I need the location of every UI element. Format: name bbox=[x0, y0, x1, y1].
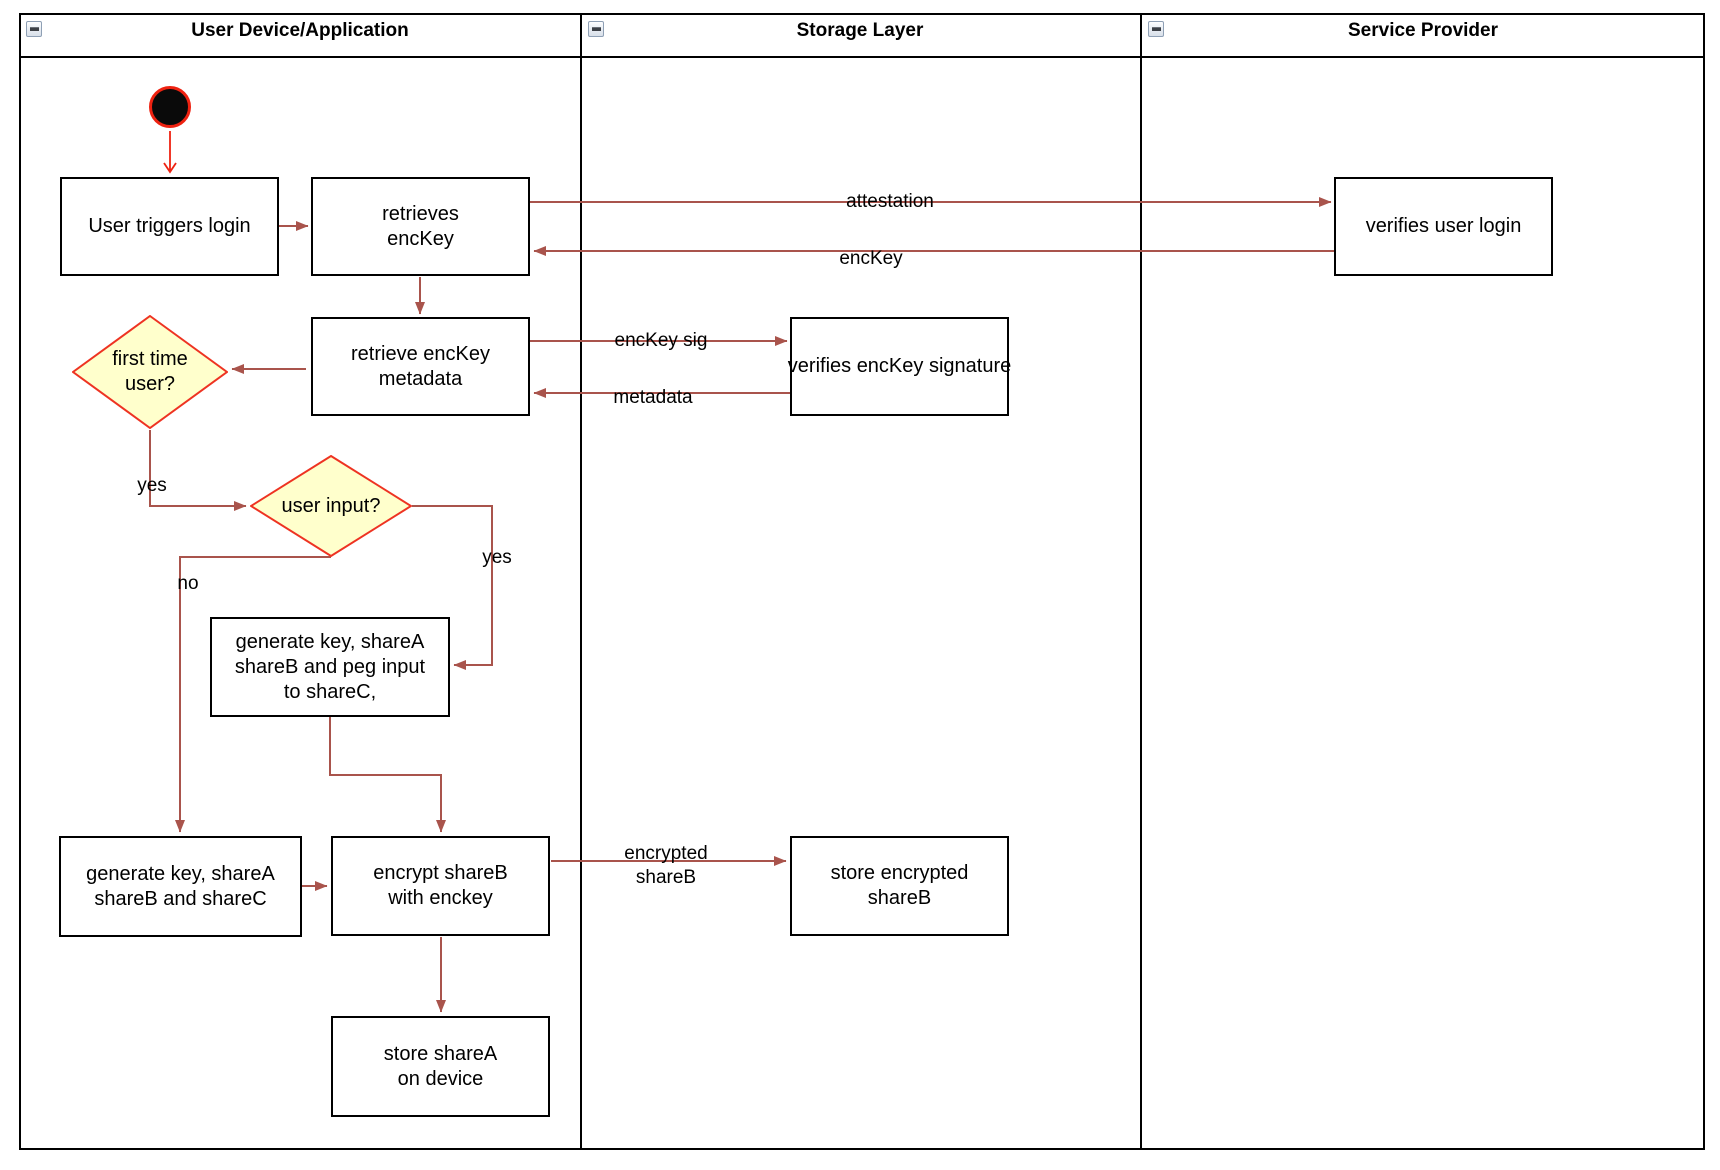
node-verifies-user-login[interactable]: verifies user login bbox=[1334, 177, 1553, 276]
node-retrieves-enckey[interactable]: retrieves encKey bbox=[311, 177, 530, 276]
lane-divider-2 bbox=[1140, 13, 1142, 1150]
node-generate-key-peg-input[interactable]: generate key, shareA shareB and peg inpu… bbox=[210, 617, 450, 717]
lane-header-separator bbox=[19, 56, 1705, 58]
node-store-sharea[interactable]: store shareA on device bbox=[331, 1016, 550, 1117]
minus-icon bbox=[1151, 27, 1161, 31]
first-time-user-diamond[interactable] bbox=[72, 315, 228, 429]
lane1-collapse-button[interactable] bbox=[26, 21, 42, 37]
user-input-diamond[interactable] bbox=[250, 455, 412, 557]
node-generate-key-three-shares[interactable]: generate key, shareA shareB and shareC bbox=[59, 836, 302, 937]
label-yes-user-input: yes bbox=[482, 547, 512, 568]
node-user-triggers-login[interactable]: User triggers login bbox=[60, 177, 279, 276]
node-store-encrypted-shareb[interactable]: store encrypted shareB bbox=[790, 836, 1009, 936]
lane-title-storage-layer: Storage Layer bbox=[796, 20, 924, 41]
node-verifies-enckey-signature[interactable]: verifies encKey signature bbox=[788, 317, 1011, 416]
label-enckey-sig: encKey sig bbox=[614, 330, 708, 351]
lane2-collapse-button[interactable] bbox=[588, 21, 604, 37]
label-encrypted-shareb: encrypted shareB bbox=[624, 843, 708, 888]
label-no-user-input: no bbox=[177, 573, 199, 594]
user-input-diamond-label: user input? bbox=[281, 494, 381, 517]
node-retrieve-enckey-metadata[interactable]: retrieve encKey metadata bbox=[311, 317, 530, 416]
lane-divider-1 bbox=[580, 13, 582, 1150]
lane-title-service-provider: Service Provider bbox=[1348, 20, 1498, 41]
node-encrypt-shareb[interactable]: encrypt shareB with enckey bbox=[331, 836, 550, 936]
label-attestation: attestation bbox=[846, 191, 934, 212]
lane-title-user-device: User Device/Application bbox=[191, 20, 409, 41]
label-enckey: encKey bbox=[839, 248, 903, 269]
lane3-collapse-button[interactable] bbox=[1148, 21, 1164, 37]
first-time-user-diamond-label: first time user? bbox=[112, 348, 188, 395]
label-yes-first-time: yes bbox=[137, 475, 167, 496]
label-metadata: metadata bbox=[613, 387, 693, 408]
minus-icon bbox=[29, 27, 39, 31]
start-node[interactable] bbox=[149, 86, 191, 128]
minus-icon bbox=[591, 27, 601, 31]
